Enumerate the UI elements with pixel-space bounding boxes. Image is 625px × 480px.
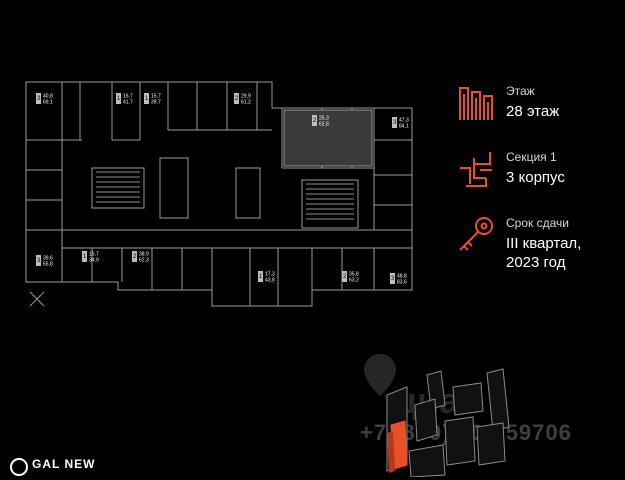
- living-area: 47,3: [399, 118, 409, 124]
- rooms-count: 1: [259, 274, 263, 280]
- rooms-count: 2: [235, 96, 239, 102]
- living-area: 38,9: [139, 252, 149, 258]
- section-info: Секция 1 3 корпус: [456, 146, 616, 206]
- total-area: 84,1: [399, 124, 409, 130]
- living-area: 17,3: [265, 272, 275, 278]
- logo-text: GAL NEW: [32, 457, 96, 471]
- total-area: 41,7: [123, 100, 133, 106]
- rooms-count: 2: [343, 274, 347, 280]
- section-icon: [460, 152, 492, 187]
- living-area: 25,3: [319, 116, 329, 122]
- rooms-badge: [132, 251, 137, 262]
- rooms-count: 3: [393, 120, 397, 126]
- delivery-year: 2023 год: [506, 254, 566, 271]
- building-massing: [386, 368, 510, 477]
- rooms-badge: [312, 115, 317, 126]
- rooms-badge: [116, 93, 121, 104]
- floor-value: 28 этаж: [506, 103, 560, 120]
- total-area: 39,7: [151, 100, 161, 106]
- rooms-count: 3: [37, 96, 41, 102]
- rooms-badge: [144, 93, 149, 104]
- rooms-badge: [234, 93, 239, 104]
- rooms-count: 2: [313, 118, 317, 124]
- living-area: 16,7: [123, 94, 133, 100]
- watermark-pin-icon: [364, 354, 396, 396]
- floors-icon: [459, 87, 493, 120]
- key-icon: [459, 217, 493, 251]
- floor-label: Этаж: [506, 84, 535, 98]
- rooms-count: 3: [391, 276, 395, 282]
- rooms-badge: [36, 93, 41, 104]
- living-area: 15,7: [151, 94, 161, 100]
- delivery-quarter: III квартал,: [506, 235, 582, 252]
- total-area: 62,8: [319, 122, 329, 128]
- total-area: 34,9: [89, 258, 99, 264]
- living-area: 35,8: [349, 272, 359, 278]
- rooms-count: 1: [117, 96, 121, 102]
- total-area: 62,3: [139, 258, 149, 264]
- total-area: 83,6: [397, 280, 407, 286]
- total-area: 63,2: [349, 278, 359, 284]
- developer-logo: GAL NEW: [10, 455, 120, 479]
- living-area: 40,8: [43, 94, 53, 100]
- logo-circle-icon: [10, 458, 28, 476]
- total-area: 69,1: [43, 100, 53, 106]
- rooms-badge: [342, 271, 347, 282]
- rooms-badge: [390, 273, 395, 284]
- rooms-count: 1: [83, 254, 87, 260]
- compass-icon: [29, 291, 45, 307]
- delivery-label: Срок сдачи: [506, 216, 569, 230]
- delivery-value: III квартал, 2023 год: [506, 234, 581, 272]
- total-area: 61,2: [241, 100, 251, 106]
- info-panel: Этаж 28 этаж Секция 1 3 корпус: [456, 80, 616, 278]
- rooms-badge: [392, 117, 397, 128]
- living-area: 15,7: [89, 252, 99, 258]
- total-area: 43,8: [265, 278, 275, 284]
- living-area: 29,9: [241, 94, 251, 100]
- delivery-info: Срок сдачи III квартал, 2023 год: [456, 212, 616, 272]
- rooms-badge: [36, 255, 41, 266]
- rooms-count: 1: [145, 96, 149, 102]
- rooms-badge: [82, 251, 87, 262]
- rooms-count: 3: [37, 258, 41, 264]
- section-label: Секция 1: [506, 150, 557, 164]
- section-value: 3 корпус: [506, 169, 565, 186]
- total-area: 65,8: [43, 262, 53, 268]
- rooms-count: 2: [133, 254, 137, 260]
- floor-info: Этаж 28 этаж: [456, 80, 616, 140]
- rooms-badge: [258, 271, 263, 282]
- living-area: 39,6: [43, 256, 53, 262]
- living-area: 48,8: [397, 274, 407, 280]
